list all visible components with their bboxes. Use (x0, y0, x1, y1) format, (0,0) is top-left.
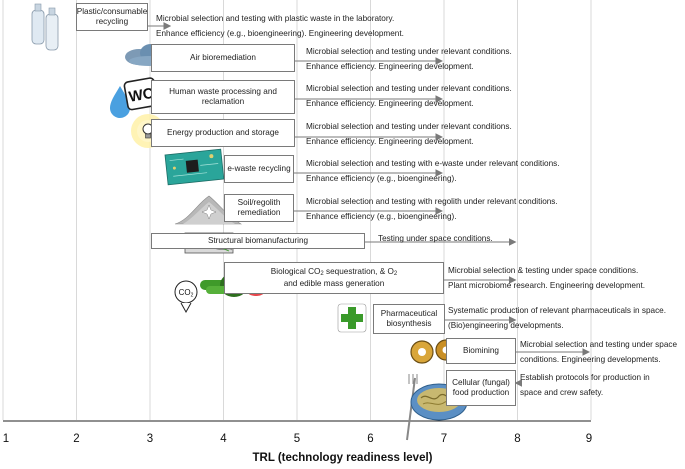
technology-box-struct: Structural biomanufacturing (151, 233, 365, 249)
technology-label-soil: Soil/regolith remediation (237, 197, 281, 217)
technology-box-pharma: Pharmaceutical biosynthesis (373, 304, 445, 334)
description-line: Establish protocols for production in (520, 373, 650, 382)
description-line: Testing under space conditions. (378, 234, 493, 243)
description-food: Establish protocols for production in spa… (520, 371, 650, 400)
technology-box-ewaste: e-waste recycling (224, 155, 294, 183)
description-line: Enhance efficiency (e.g., bioengineering… (306, 211, 457, 221)
description-line: Microbial selection and testing with e-w… (306, 159, 560, 168)
tick-label-5: 5 (293, 433, 301, 445)
technology-box-food: Cellular (fungal) food production (446, 370, 516, 406)
technology-label-biomining: Biomining (463, 345, 499, 355)
circuit-board-icon (164, 148, 225, 186)
description-line: conditions. Engineering developments. (520, 354, 661, 364)
description-line: Microbial selection and testing under re… (306, 47, 512, 56)
technology-box-air: Air bioremediation (151, 44, 295, 72)
technology-box-energy: Energy production and storage (151, 119, 295, 147)
description-plastic: Microbial selection and testing with pla… (156, 12, 404, 41)
water-drop-wc-icon: WC (110, 77, 159, 118)
description-energy: Microbial selection and testing under re… (306, 120, 512, 149)
wc-text: WC (127, 85, 155, 106)
description-line: Enhance efficiency. Engineering developm… (306, 61, 474, 71)
tick-label-4: 4 (220, 433, 227, 445)
technology-box-plastic: Plastic/consumable recycling (76, 3, 148, 31)
technology-box-biomining: Biomining (446, 338, 516, 364)
description-struct: Testing under space conditions. (378, 232, 493, 247)
description-line: Microbial selection and testing with pla… (156, 14, 395, 23)
description-line: space and crew safety. (520, 387, 604, 397)
technology-label-air: Air bioremediation (190, 52, 256, 62)
description-line: Systematic production of relevant pharma… (448, 306, 666, 315)
description-soil: Microbial selection and testing with reg… (306, 195, 558, 224)
description-biomining: Microbial selection and testing under sp… (520, 338, 677, 367)
description-line: Enhance efficiency (e.g., bioengineering… (306, 173, 457, 183)
description-line: Enhance efficiency. Engineering developm… (306, 98, 474, 108)
technology-label-waste: Human waste processing and reclamation (169, 86, 277, 106)
tick-label-7: 7 (440, 433, 448, 445)
technology-box-waste: Human waste processing and reclamation (151, 80, 295, 114)
technology-label-food: Cellular (fungal) food production (452, 377, 510, 397)
tick-label-2: 2 (73, 433, 80, 445)
description-line: (Bio)engineering developments. (448, 320, 564, 330)
description-line: Plant microbiome research. Engineering d… (448, 280, 646, 290)
medical-cross-icon (337, 303, 367, 333)
tick-label-1: 1 (2, 433, 10, 445)
description-line: Microbial selection and testing under sp… (520, 340, 678, 349)
tick-label-9: 9 (585, 433, 593, 445)
technology-box-soil: Soil/regolith remediation (224, 194, 294, 222)
tick-label-6: 6 (367, 433, 374, 445)
technology-label-plastic: Plastic/consumable recycling (76, 6, 148, 26)
description-line: Microbial selection and testing under re… (306, 122, 512, 131)
tick-label-8: 8 (514, 433, 521, 445)
tick-label-3: 3 (146, 433, 154, 445)
technology-label-energy: Energy production and storage (167, 127, 279, 137)
description-air: Microbial selection and testing under re… (306, 45, 512, 74)
co2-text: CO2 (179, 288, 194, 299)
technology-label-pharma: Pharmaceutical biosynthesis (380, 308, 438, 328)
technology-label-ewaste: e-waste recycling (227, 163, 291, 173)
technology-label-struct: Structural biomanufacturing (207, 235, 309, 245)
description-line: Microbial selection and testing under re… (306, 84, 512, 93)
description-line: Microbial selection & testing under spac… (448, 266, 639, 275)
description-pharma: Systematic production of relevant pharma… (448, 304, 666, 333)
description-waste: Microbial selection and testing under re… (306, 82, 512, 111)
description-line: Enhance efficiency. Engineering developm… (306, 136, 474, 146)
description-ewaste: Microbial selection and testing with e-w… (306, 157, 560, 186)
plastic-bottles-icon (31, 3, 59, 51)
description-co2: Microbial selection & testing under spac… (448, 264, 645, 293)
x-axis-title: TRL (technology readiness level) (252, 452, 433, 464)
description-line: Enhance efficiency (e.g., bioengineering… (156, 28, 404, 38)
description-line: Microbial selection and testing with reg… (306, 197, 558, 206)
